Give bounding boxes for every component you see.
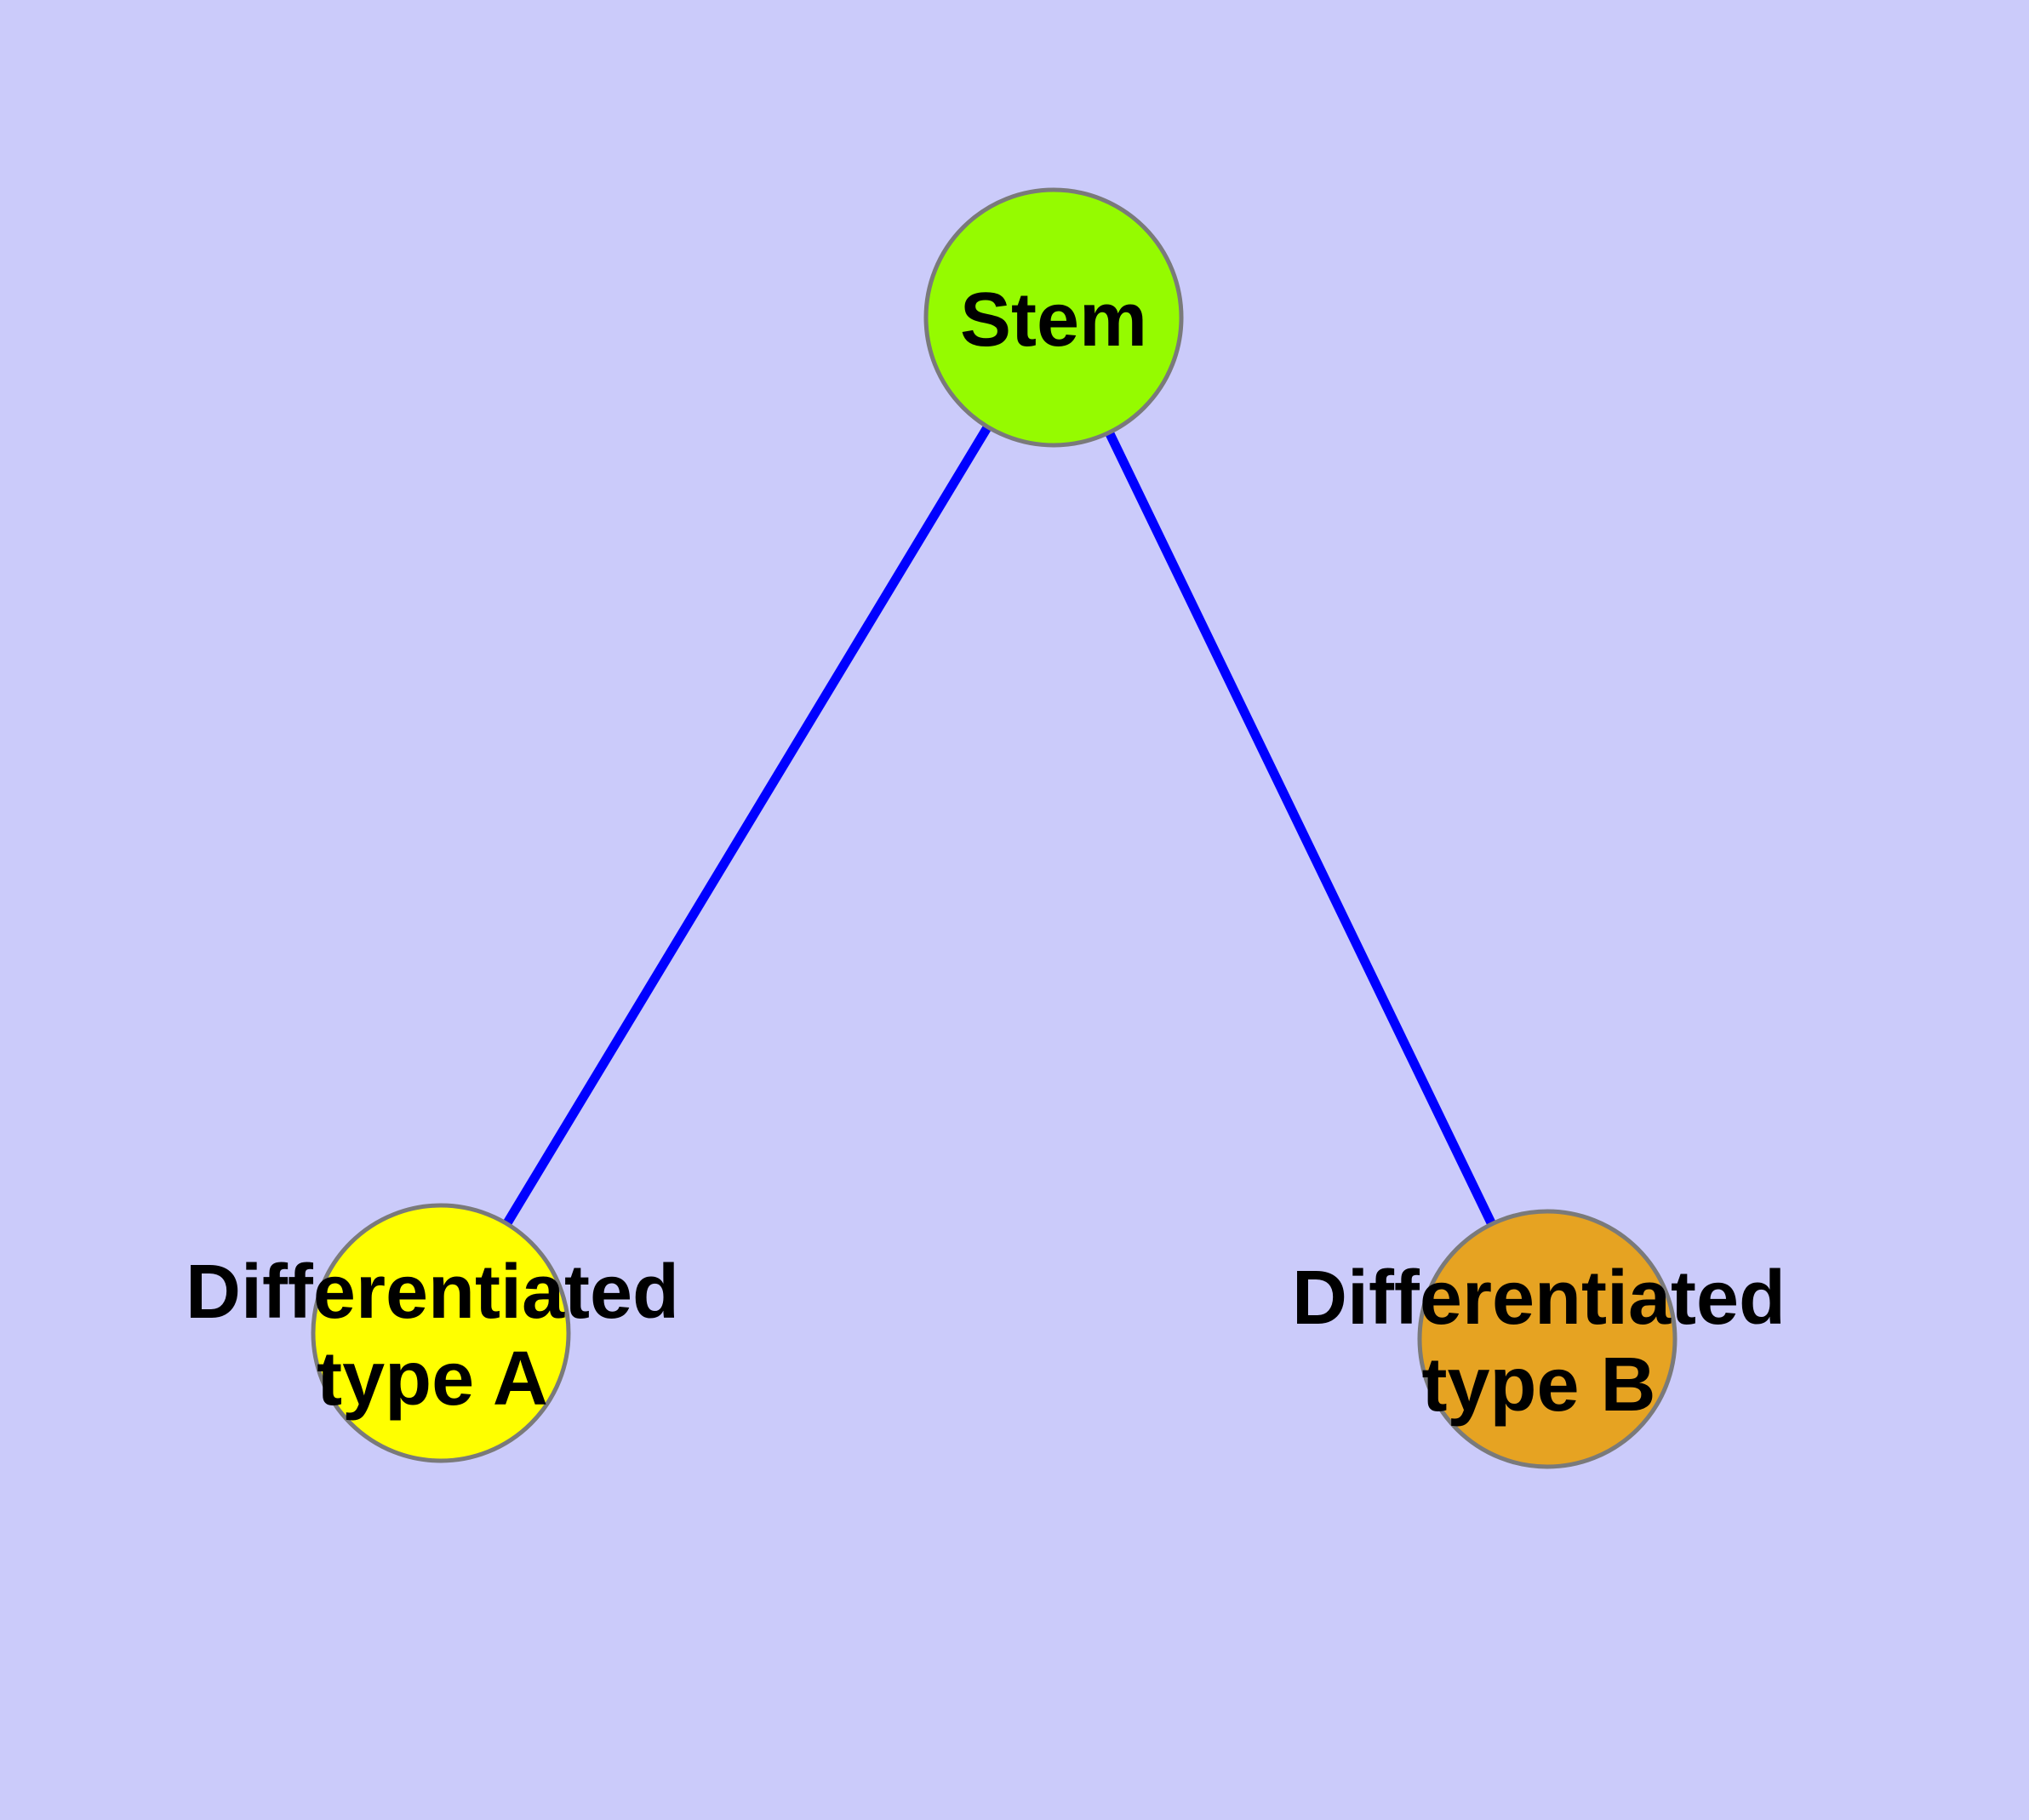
stem-node-circle <box>923 187 1184 448</box>
differentiated-type-b-label-line1: Differentiated <box>1292 1256 1786 1341</box>
differentiated-type-a-label-line1: Differentiated <box>186 1250 679 1335</box>
differentiated-type-b-node-circle <box>1417 1209 1677 1469</box>
edge-stem-to-differentiated-type-a <box>437 315 1058 1336</box>
node-stem: Stem <box>923 187 1184 448</box>
node-differentiated-type-b: Differentiated type B <box>1292 1209 1786 1469</box>
stem-node-label: Stem <box>960 278 1147 363</box>
node-differentiated-type-a: Differentiated type A <box>186 1203 679 1463</box>
differentiated-type-a-node-circle <box>311 1203 571 1463</box>
differentiated-type-b-label-line2: type B <box>1421 1342 1655 1428</box>
differentiated-type-a-label-line2: type A <box>317 1336 548 1422</box>
edge-stem-to-differentiated-type-b <box>1049 315 1552 1342</box>
